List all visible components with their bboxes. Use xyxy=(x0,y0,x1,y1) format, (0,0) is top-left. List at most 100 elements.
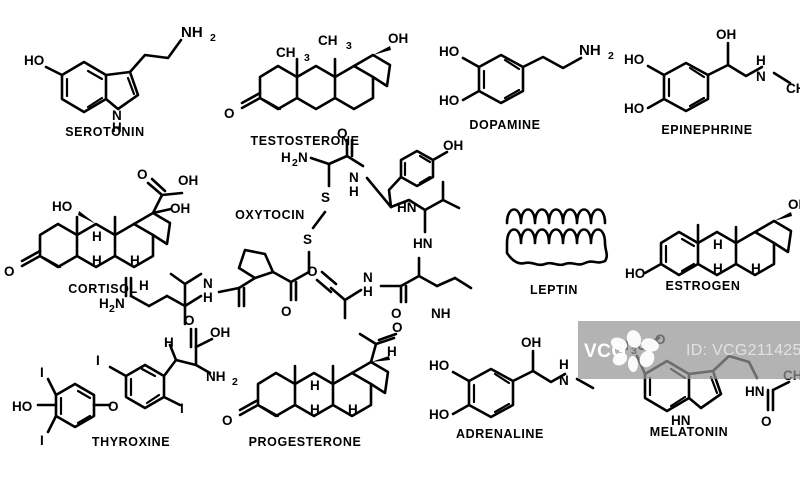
svg-text:OH: OH xyxy=(388,31,408,46)
svg-text:H: H xyxy=(99,296,109,311)
label-serotonin: SEROTONIN xyxy=(65,125,145,139)
molecule-progesterone: O H H H H O PROGESTERONE xyxy=(222,320,410,449)
svg-text:O: O xyxy=(307,264,318,279)
svg-text:H: H xyxy=(756,53,766,68)
svg-text:H: H xyxy=(619,338,629,353)
svg-text:H: H xyxy=(112,120,122,135)
svg-text:O: O xyxy=(222,413,233,428)
label-testosterone: TESTOSTERONE xyxy=(250,134,360,148)
svg-text:OH: OH xyxy=(170,201,190,216)
svg-text:H: H xyxy=(92,229,102,244)
svg-text:HO: HO xyxy=(439,44,459,59)
svg-text:O: O xyxy=(184,313,195,328)
svg-text:H: H xyxy=(164,335,174,350)
svg-text:O: O xyxy=(761,414,772,429)
svg-text:H: H xyxy=(130,253,140,268)
svg-text:H: H xyxy=(349,184,359,199)
svg-text:O: O xyxy=(655,332,666,347)
svg-text:N: N xyxy=(756,69,766,84)
label-oxytocin: OXYTOCIN xyxy=(235,208,305,222)
molecule-estrogen: HO OH H H H ESTROGEN xyxy=(625,195,800,293)
svg-text:OH: OH xyxy=(178,173,198,188)
svg-text:HO: HO xyxy=(624,101,644,116)
svg-text:CH: CH xyxy=(783,368,800,383)
molecule-oxytocin: OH H 2 N O N H S S HN xyxy=(99,126,475,326)
svg-text:O: O xyxy=(281,304,292,319)
svg-text:HN: HN xyxy=(397,200,417,215)
label-epinephrine: EPINEPHRINE xyxy=(661,123,753,137)
molecule-cortisol: O HO H H H O OH OH CORTISOL xyxy=(4,167,198,296)
molecule-leptin: LEPTIN xyxy=(505,195,615,297)
svg-text:N: N xyxy=(115,296,125,311)
svg-text:N: N xyxy=(559,373,569,388)
svg-text:HO: HO xyxy=(24,53,44,68)
molecule-dopamine: HO HO NH 2 DOPAMINE xyxy=(439,42,614,132)
svg-text:H: H xyxy=(310,378,320,393)
svg-text:CH: CH xyxy=(786,81,800,96)
label-estrogen: ESTROGEN xyxy=(665,279,741,293)
svg-text:HO: HO xyxy=(625,266,645,281)
svg-text:NH: NH xyxy=(579,42,601,59)
svg-text:NH: NH xyxy=(206,369,226,384)
svg-text:NH: NH xyxy=(431,306,451,321)
svg-text:O: O xyxy=(137,167,148,182)
label-melatonin: MELATONIN xyxy=(649,425,729,439)
svg-text:O: O xyxy=(4,264,15,279)
svg-text:2: 2 xyxy=(292,157,298,169)
molecule-epinephrine: HO HO OH H N CH 3 EPINEPHRINE xyxy=(624,27,800,137)
svg-text:I: I xyxy=(96,353,100,368)
svg-text:CH: CH xyxy=(318,33,338,48)
svg-text:H: H xyxy=(348,402,358,417)
svg-text:HO: HO xyxy=(624,52,644,67)
svg-text:OH: OH xyxy=(716,27,736,42)
svg-text:HO: HO xyxy=(439,93,459,108)
svg-text:N: N xyxy=(363,270,373,285)
svg-text:3: 3 xyxy=(304,52,310,64)
svg-text:HO: HO xyxy=(429,358,449,373)
svg-text:OH: OH xyxy=(521,335,541,350)
molecule-adrenaline: HO HO OH H N ADRENALINE xyxy=(429,335,595,441)
svg-text:H: H xyxy=(713,237,723,252)
svg-text:H: H xyxy=(713,261,723,276)
svg-text:2: 2 xyxy=(608,50,614,62)
svg-text:HN: HN xyxy=(671,413,691,428)
molecule-melatonin: HN H 3 C O HN O CH 3 MELATONIN xyxy=(619,330,800,439)
svg-text:HN: HN xyxy=(413,236,433,251)
svg-text:H: H xyxy=(387,344,397,359)
svg-text:O: O xyxy=(224,106,235,121)
svg-text:2: 2 xyxy=(109,303,115,315)
svg-text:3: 3 xyxy=(346,40,352,52)
svg-text:N: N xyxy=(349,170,359,185)
svg-text:HO: HO xyxy=(429,407,449,422)
label-adrenaline: ADRENALINE xyxy=(456,427,544,441)
svg-text:I: I xyxy=(180,401,184,416)
molecule-serotonin: HO N H NH 2 SEROTONIN xyxy=(24,24,220,139)
svg-text:H: H xyxy=(203,290,213,305)
svg-text:I: I xyxy=(40,365,44,380)
label-thyroxine: THYROXINE xyxy=(91,435,171,449)
label-leptin: LEPTIN xyxy=(529,283,579,297)
molecule-thyroxine: HO I I O I I H NH xyxy=(12,313,238,449)
svg-text:NH: NH xyxy=(181,24,203,41)
svg-text:H: H xyxy=(139,278,149,293)
svg-text:H: H xyxy=(310,402,320,417)
svg-text:H: H xyxy=(751,261,761,276)
svg-text:H: H xyxy=(363,284,373,299)
svg-text:N: N xyxy=(112,108,122,123)
svg-text:H: H xyxy=(92,253,102,268)
svg-text:H: H xyxy=(281,150,291,165)
svg-text:O: O xyxy=(392,320,403,335)
svg-text:O: O xyxy=(391,306,402,321)
svg-text:H: H xyxy=(559,357,569,372)
svg-text:HN: HN xyxy=(745,384,765,399)
svg-text:O: O xyxy=(108,399,119,414)
label-dopamine: DOPAMINE xyxy=(469,118,541,132)
molecule-testosterone: O CH 3 CH 3 OH TESTOSTERONE xyxy=(224,31,410,148)
svg-text:I: I xyxy=(40,433,44,448)
label-progesterone: PROGESTERONE xyxy=(248,435,362,449)
svg-text:HO: HO xyxy=(12,399,32,414)
svg-text:2: 2 xyxy=(210,32,216,44)
svg-text:CH: CH xyxy=(276,45,296,60)
svg-text:O: O xyxy=(337,126,348,141)
